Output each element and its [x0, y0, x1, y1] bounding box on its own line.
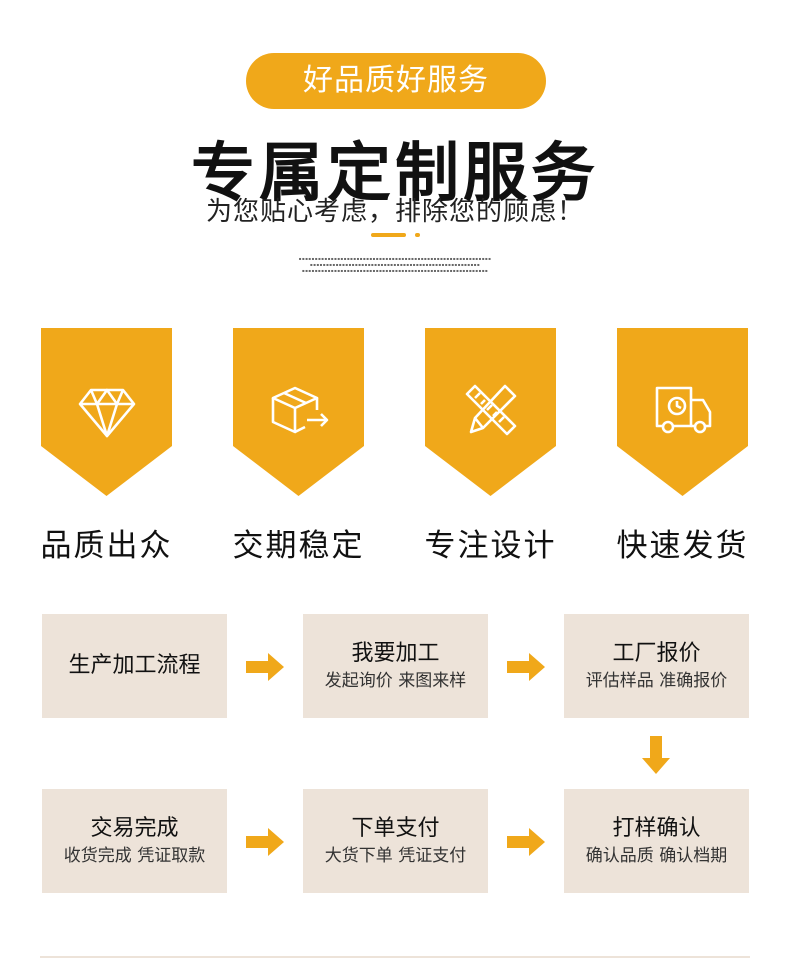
feature-label: 交期稳定 [232, 528, 365, 564]
feature-fast-shipping: 快速发货 [617, 328, 748, 564]
step-title: 生产加工流程 [68, 653, 201, 678]
step-desc: 评估样品 准确报价 [585, 671, 728, 691]
feature-delivery-time: 交期稳定 [233, 328, 364, 564]
step-title: 我要加工 [351, 641, 440, 666]
step-title: 交易完成 [90, 816, 179, 841]
decorative-fine-print: ▪▪▪▪▪▪▪▪▪▪▪▪▪▪▪▪▪▪▪▪▪▪▪▪▪▪▪▪▪▪▪▪▪▪▪▪▪▪▪▪… [298, 256, 492, 273]
box-icon [271, 386, 329, 434]
step-desc: 大货下单 凭证支付 [324, 846, 467, 866]
process-step-title: 生产加工流程 [42, 614, 227, 718]
process-step-order: 下单支付 大货下单 凭证支付 [303, 789, 488, 893]
diamond-icon [78, 388, 136, 438]
process-step-complete: 交易完成 收货完成 凭证取款 [42, 789, 227, 893]
process-step-sample: 打样确认 确认品质 确认档期 [564, 789, 749, 893]
feature-design: 专注设计 [425, 328, 556, 564]
page-title: 专属定制服务 [191, 137, 599, 211]
feature-badge [425, 328, 556, 496]
bottom-divider [40, 956, 750, 958]
step-desc: 发起询价 来图来样 [324, 671, 467, 691]
step-title: 下单支付 [351, 816, 440, 841]
arrow-right-icon [507, 828, 545, 856]
delivery-truck-icon [655, 386, 712, 434]
step-desc: 收货完成 凭证取款 [63, 846, 206, 866]
feature-label: 快速发货 [616, 528, 749, 564]
process-step-quote: 工厂报价 评估样品 准确报价 [564, 614, 749, 718]
arrow-right-icon [507, 653, 545, 681]
ruler-pencil-icon [465, 384, 517, 436]
feature-quality: 品质出众 [41, 328, 172, 564]
arrow-down-icon [642, 736, 670, 774]
feature-badge [617, 328, 748, 496]
decorative-dot [415, 233, 420, 237]
feature-label: 专注设计 [424, 528, 557, 564]
decorative-dash [371, 233, 406, 237]
feature-badge [41, 328, 172, 496]
process-step-inquiry: 我要加工 发起询价 来图来样 [303, 614, 488, 718]
header-pill: 好品质好服务 [246, 53, 546, 109]
arrow-right-icon [246, 653, 284, 681]
feature-label: 品质出众 [40, 528, 173, 564]
step-title: 打样确认 [612, 816, 701, 841]
step-title: 工厂报价 [612, 641, 701, 666]
feature-badge [233, 328, 364, 496]
step-desc: 确认品质 确认档期 [585, 846, 728, 866]
page-subtitle: 为您贴心考虑，排除您的顾虑！ [205, 197, 584, 227]
arrow-right-icon [246, 828, 284, 856]
